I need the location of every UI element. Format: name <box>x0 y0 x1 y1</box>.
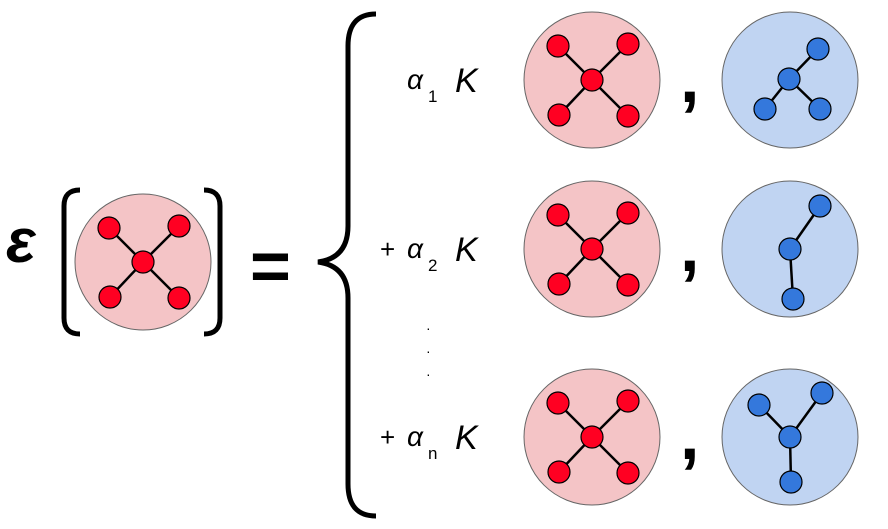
kernel-symbol: K <box>455 419 479 457</box>
graph-node <box>546 391 570 415</box>
graph-node <box>781 287 805 311</box>
graph-node <box>753 97 777 121</box>
graph-node <box>580 237 604 261</box>
left-bracket <box>61 187 81 337</box>
graph-node <box>580 68 604 92</box>
graph-node <box>778 425 802 449</box>
graph-node <box>167 214 191 238</box>
input-graph <box>523 11 661 149</box>
alpha-coefficient: α <box>407 233 424 264</box>
graph-node <box>777 67 801 91</box>
graph-node <box>616 104 640 128</box>
ellipsis-dot: · <box>426 343 431 359</box>
graph-node <box>806 37 830 61</box>
graph-node <box>810 381 834 405</box>
graph-node <box>546 203 570 227</box>
input-graph <box>74 193 212 331</box>
graph-node <box>167 286 191 310</box>
curly-brace <box>317 11 377 519</box>
epsilon-operator: ε <box>6 207 37 276</box>
graph-node <box>580 425 604 449</box>
kernel-symbol: K <box>455 231 479 269</box>
graph-node <box>616 201 640 225</box>
right-bracket <box>203 187 223 337</box>
graph-node <box>616 461 640 485</box>
alpha-subscript: n <box>428 444 437 463</box>
graph-node <box>616 32 640 56</box>
comma: , <box>680 39 699 117</box>
comma: , <box>680 208 699 286</box>
plus-sign: + <box>380 234 395 264</box>
graph-node <box>808 194 832 218</box>
ellipsis-dot: · <box>426 366 431 382</box>
graph-node <box>616 389 640 413</box>
graph-node <box>779 470 803 494</box>
basis-graph <box>721 11 859 149</box>
equals-sign: = <box>250 227 291 305</box>
graph-node <box>547 460 571 484</box>
graph-node <box>747 393 771 417</box>
graph-node <box>131 250 155 274</box>
ellipsis-dot: · <box>426 320 431 336</box>
comma: , <box>680 396 699 474</box>
graph-node <box>808 97 832 121</box>
alpha-coefficient: α <box>407 421 424 452</box>
plus-sign: + <box>380 422 395 452</box>
graph-node <box>547 272 571 296</box>
alpha-subscript: 1 <box>428 87 437 106</box>
graph-node <box>97 216 121 240</box>
input-graph <box>523 368 661 506</box>
kernel-symbol: K <box>455 62 479 100</box>
input-graph <box>523 180 661 318</box>
graph-node <box>98 285 122 309</box>
graph-node <box>616 273 640 297</box>
graph-node <box>778 237 802 261</box>
graph-node <box>546 34 570 58</box>
graph-node <box>547 103 571 127</box>
basis-graph <box>721 368 859 506</box>
basis-graph <box>721 180 859 318</box>
alpha-coefficient: α <box>407 64 424 95</box>
alpha-subscript: 2 <box>428 256 437 275</box>
